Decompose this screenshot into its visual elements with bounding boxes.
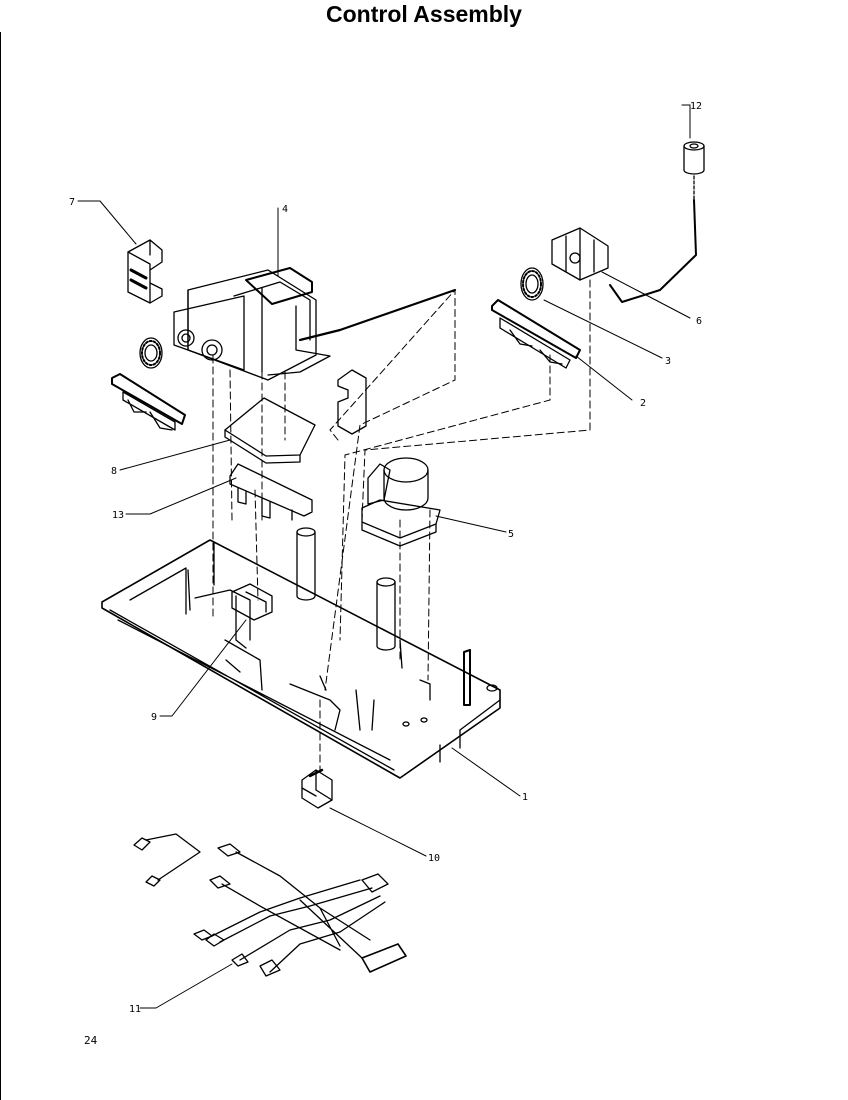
- callout-leaders: [77, 104, 691, 1009]
- assembly-guide-lines: [212, 279, 591, 771]
- callout-8: 8: [111, 466, 117, 477]
- damper-assembly-part: [361, 457, 441, 547]
- callout-1: 1: [522, 792, 528, 803]
- page-number: 24: [84, 1034, 98, 1047]
- callout-6: 6: [696, 316, 702, 327]
- switch-part: [231, 583, 273, 649]
- bracket-left: [111, 373, 186, 431]
- callout-11: 11: [129, 1004, 141, 1015]
- callout-13: 13: [112, 510, 124, 521]
- callout-7: 7: [69, 197, 75, 208]
- callout-10: 10: [428, 853, 440, 864]
- knob-seal-left: [139, 337, 163, 369]
- callout-4: 4: [282, 204, 288, 215]
- page-title: Control Assembly: [326, 1, 522, 27]
- clip-part: [337, 369, 367, 435]
- wire-harness-part: [133, 833, 407, 977]
- callout-9: 9: [151, 712, 157, 723]
- bracket-right-part: [491, 299, 581, 369]
- callout-2: 2: [640, 398, 646, 409]
- cold-control-thermostat-part: [551, 227, 609, 281]
- bracket-mount-part: [229, 463, 313, 521]
- callout-5: 5: [508, 529, 514, 540]
- knob-seal-right-part: [520, 267, 544, 301]
- rocker-switch-part: [301, 768, 333, 809]
- insulation-pad-part: [224, 397, 316, 464]
- control-housing-part: [101, 539, 501, 779]
- callout-12: 12: [690, 101, 702, 112]
- callout-labels: 1 2 3 4 5 6 7 8 9 10 11 12 13: [69, 101, 702, 1015]
- sensor-cap-part: [609, 141, 705, 303]
- thermostat-control-part: [173, 267, 457, 381]
- mounting-posts: [296, 527, 396, 651]
- knob-part: [127, 239, 163, 304]
- callout-3: 3: [665, 356, 671, 367]
- page-edge-line: [0, 32, 1, 1100]
